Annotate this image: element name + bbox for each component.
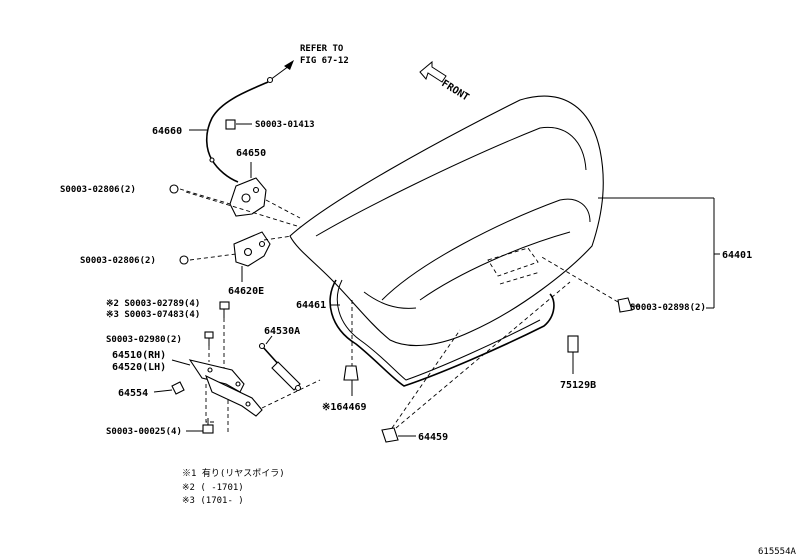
note-3: ※3 (1701- ) (182, 496, 244, 506)
label-64461: 64461 (296, 300, 326, 311)
label-64554: 64554 (118, 388, 148, 399)
refer-line2: FIG 67-12 (300, 56, 349, 66)
label-plate-75129b (567, 335, 579, 374)
clip-s0003-01413 (225, 119, 252, 130)
bolt-s0003-02806-lower (179, 253, 237, 265)
label-64660: 64660 (152, 126, 182, 137)
label-s0003-02789: ※2 S0003-02789(4) (106, 299, 200, 309)
label-s0003-02806-lower: S0003-02806(2) (80, 256, 156, 266)
note-1: ※1 有り(リヤスポイラ) (182, 467, 285, 479)
stay-64530a (258, 335, 321, 409)
label-75129b: 75129B (560, 380, 596, 391)
front-direction-indicator: FRONT (419, 60, 471, 103)
lock-assembly-64650 (229, 162, 267, 217)
label-s0003-07483: ※3 S0003-07483(4) (106, 310, 200, 320)
footnotes: ※1 有り(リヤスポイラ) ※2 ( -1701) ※3 (1701- ) (182, 467, 285, 506)
label-s0003-00025: S0003-00025(4) (106, 427, 182, 437)
cable-64660 (189, 76, 274, 183)
front-arrow-icon (419, 60, 447, 83)
label-64469: ※164469 (322, 402, 367, 413)
label-64401: 64401 (722, 250, 752, 261)
label-64530a: 64530A (264, 326, 300, 337)
label-s0003-01413: S0003-01413 (255, 120, 315, 130)
label-64459: 64459 (418, 432, 448, 443)
bolt-s0003-02980 (204, 331, 214, 362)
refer-to-callout: REFER TO FIG 67-12 (269, 44, 349, 81)
cushion-64554 (153, 381, 185, 395)
bolt-s0003-02806-upper (169, 184, 231, 205)
bolt-s0003-02789 (219, 301, 230, 372)
bolt-s0003-00025 (186, 418, 214, 434)
label-s0003-02980: S0003-02980(2) (106, 335, 182, 345)
label-s0003-02898: S0003-02898(2) (630, 303, 706, 313)
clip-s0003-02898 (539, 255, 714, 313)
striker-64620e (233, 231, 271, 282)
label-64520-lh: 64520(LH) (112, 362, 166, 373)
cushion-64469 (343, 300, 359, 396)
trunk-lid-64401 (289, 95, 720, 347)
cushion-64459 (381, 281, 571, 443)
figure-id: 615554A (758, 547, 797, 557)
label-s0003-02806-upper: S0003-02806(2) (60, 185, 136, 195)
label-64620e: 64620E (228, 286, 264, 297)
note-2: ※2 ( -1701) (182, 483, 244, 493)
refer-line1: REFER TO (300, 44, 344, 54)
weatherstrip-64461 (329, 279, 555, 387)
hinge-64510-64520 (171, 359, 263, 417)
front-label: FRONT (439, 78, 470, 103)
label-64650: 64650 (236, 148, 266, 159)
label-64510-rh: 64510(RH) (112, 350, 166, 361)
